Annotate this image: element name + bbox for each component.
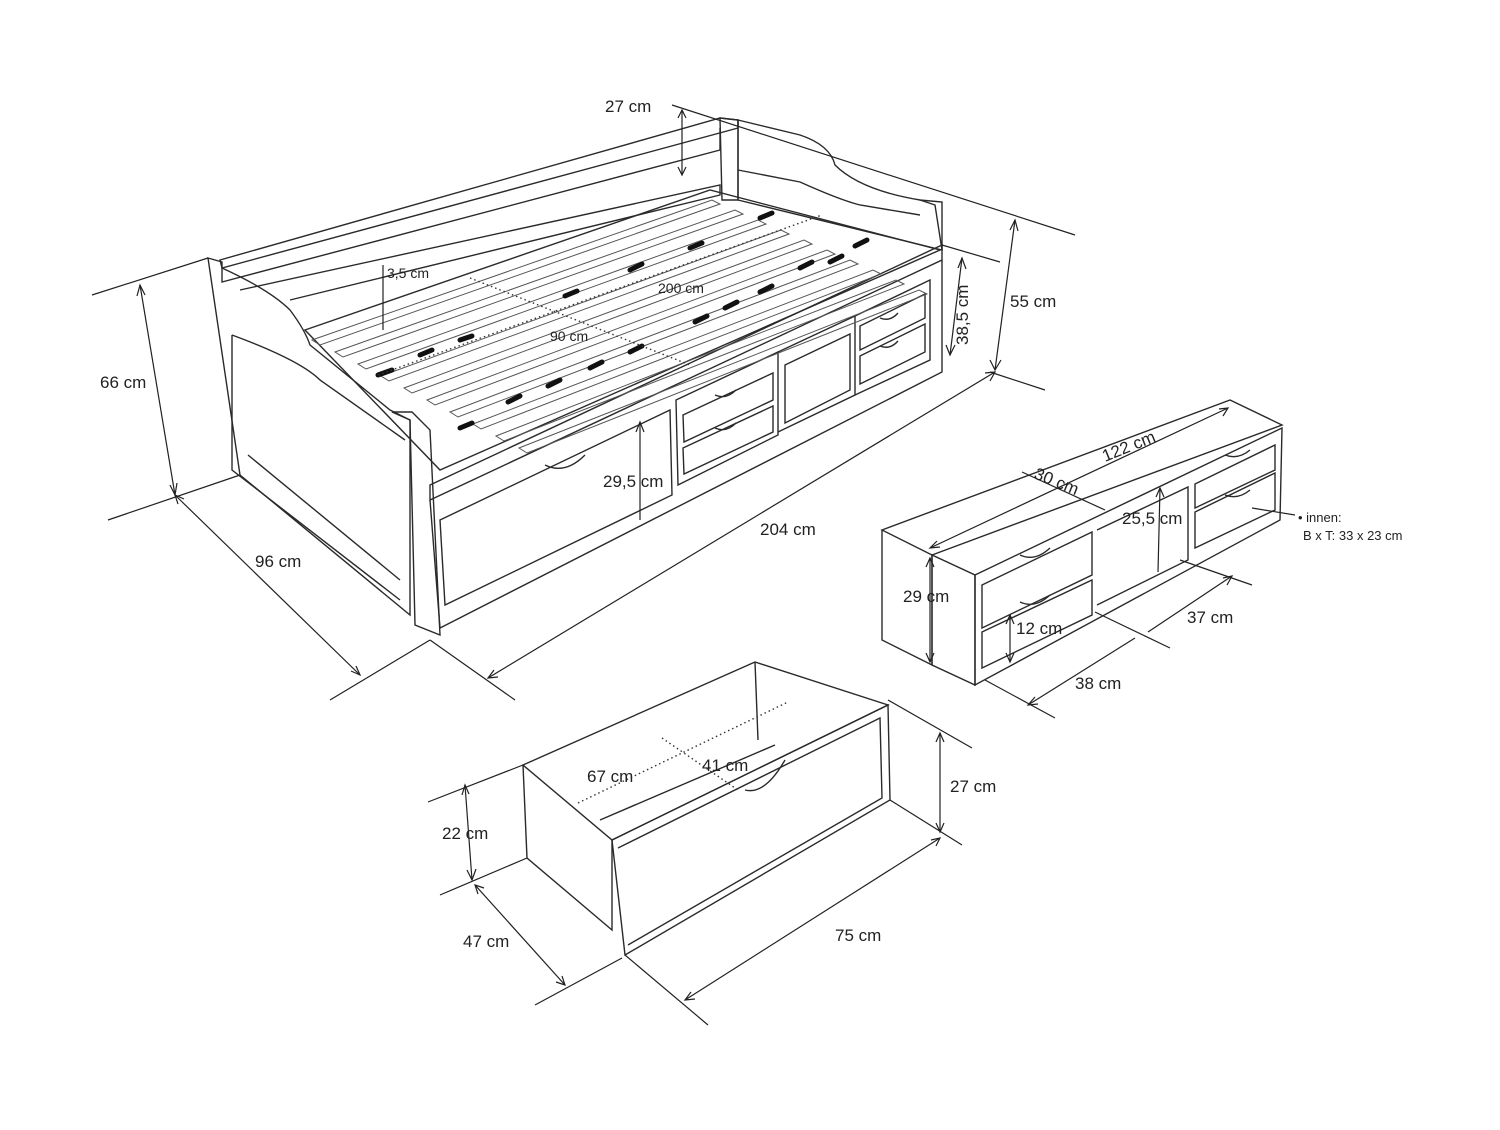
bed-slat-straps [375, 210, 870, 431]
side-unit-note-inner: • innen: [1298, 510, 1342, 525]
drawer-box-label-inner-width: 41 cm [702, 756, 748, 775]
bed-back-rail [219, 117, 739, 269]
bed-drawer-left-unit [675, 350, 779, 487]
drawer-box-dimension-lines [427, 699, 973, 1026]
side-unit-label-drawer-height: 12 cm [1016, 619, 1062, 638]
side-unit-drawer-top [981, 530, 1093, 630]
bed-label-slat-thickness: 3,5 cm [387, 265, 429, 281]
bed-dimension-lines [91, 104, 1076, 701]
bed-label-side-height: 55 cm [1010, 292, 1056, 311]
drawer-box-label-front-height: 27 cm [950, 777, 996, 796]
side-unit-drawing: 122 cm 30 cm 25,5 cm 29 cm 12 cm 37 cm 3… [880, 399, 1402, 719]
drawer-box-drawing: 67 cm 41 cm 27 cm 22 cm 47 cm 75 cm [427, 661, 996, 1026]
bed-open-shelf [777, 314, 856, 433]
side-unit-note-dimensions: B x T: 33 x 23 cm [1303, 528, 1402, 543]
bed-label-total-depth: 96 cm [255, 552, 301, 571]
side-unit-label-depth: 30 cm [1032, 464, 1082, 499]
bed-label-drawer-front-height: 29,5 cm [603, 472, 663, 491]
bed-drawing: 27 cm 66 cm 55 cm 38,5 cm 3,5 cm 200 cm … [91, 97, 1076, 701]
side-unit-label-shelf-height: 25,5 cm [1122, 509, 1182, 528]
drawer-box-label-side-height: 22 cm [442, 824, 488, 843]
drawer-box-side [522, 764, 613, 932]
bed-front-drawer [439, 408, 673, 607]
drawer-box-top-opening [521, 661, 890, 841]
bed-front-left-post [391, 411, 441, 637]
side-unit-dimension-lines [925, 407, 1296, 719]
bed-label-headboard-height: 27 cm [605, 97, 651, 116]
bed-front-drawer-handle [544, 454, 586, 469]
side-unit-top [880, 399, 1284, 556]
drawer-box-label-width: 75 cm [835, 926, 881, 945]
side-unit-front [974, 426, 1283, 687]
side-unit-label-drawer-width: 38 cm [1075, 674, 1121, 693]
drawer-box-inner-length-line [577, 701, 789, 804]
side-unit-label-section-width: 37 cm [1187, 608, 1233, 627]
drawer-box-handle [744, 759, 786, 792]
drawer-box-label-inner-length: 67 cm [587, 767, 633, 786]
bed-label-inner-width: 90 cm [550, 328, 588, 344]
bed-slats [310, 199, 929, 454]
side-unit-drawer-bottom [981, 578, 1093, 670]
bed-drawer-right-unit [854, 278, 931, 396]
side-unit-right-drawer-bottom [1194, 471, 1276, 550]
side-unit-label-length: 122 cm [1099, 427, 1158, 466]
bed-label-total-height: 66 cm [100, 373, 146, 392]
side-unit-right-drawer-top [1194, 443, 1276, 510]
side-unit-open-shelf [1096, 485, 1189, 606]
side-unit-label-height: 29 cm [903, 587, 949, 606]
bed-right-headboard [737, 119, 943, 251]
bed-inner-width-line [469, 277, 691, 366]
bed-slat-frame [303, 189, 943, 471]
bed-label-total-length: 204 cm [760, 520, 816, 539]
bed-label-inner-length: 200 cm [658, 280, 704, 296]
bed-label-drawer-unit-height: 38,5 cm [953, 285, 972, 345]
drawer-box-label-depth: 47 cm [463, 932, 509, 951]
bed-left-headboard [207, 257, 411, 617]
drawer-box-inner-width-line [661, 737, 739, 791]
